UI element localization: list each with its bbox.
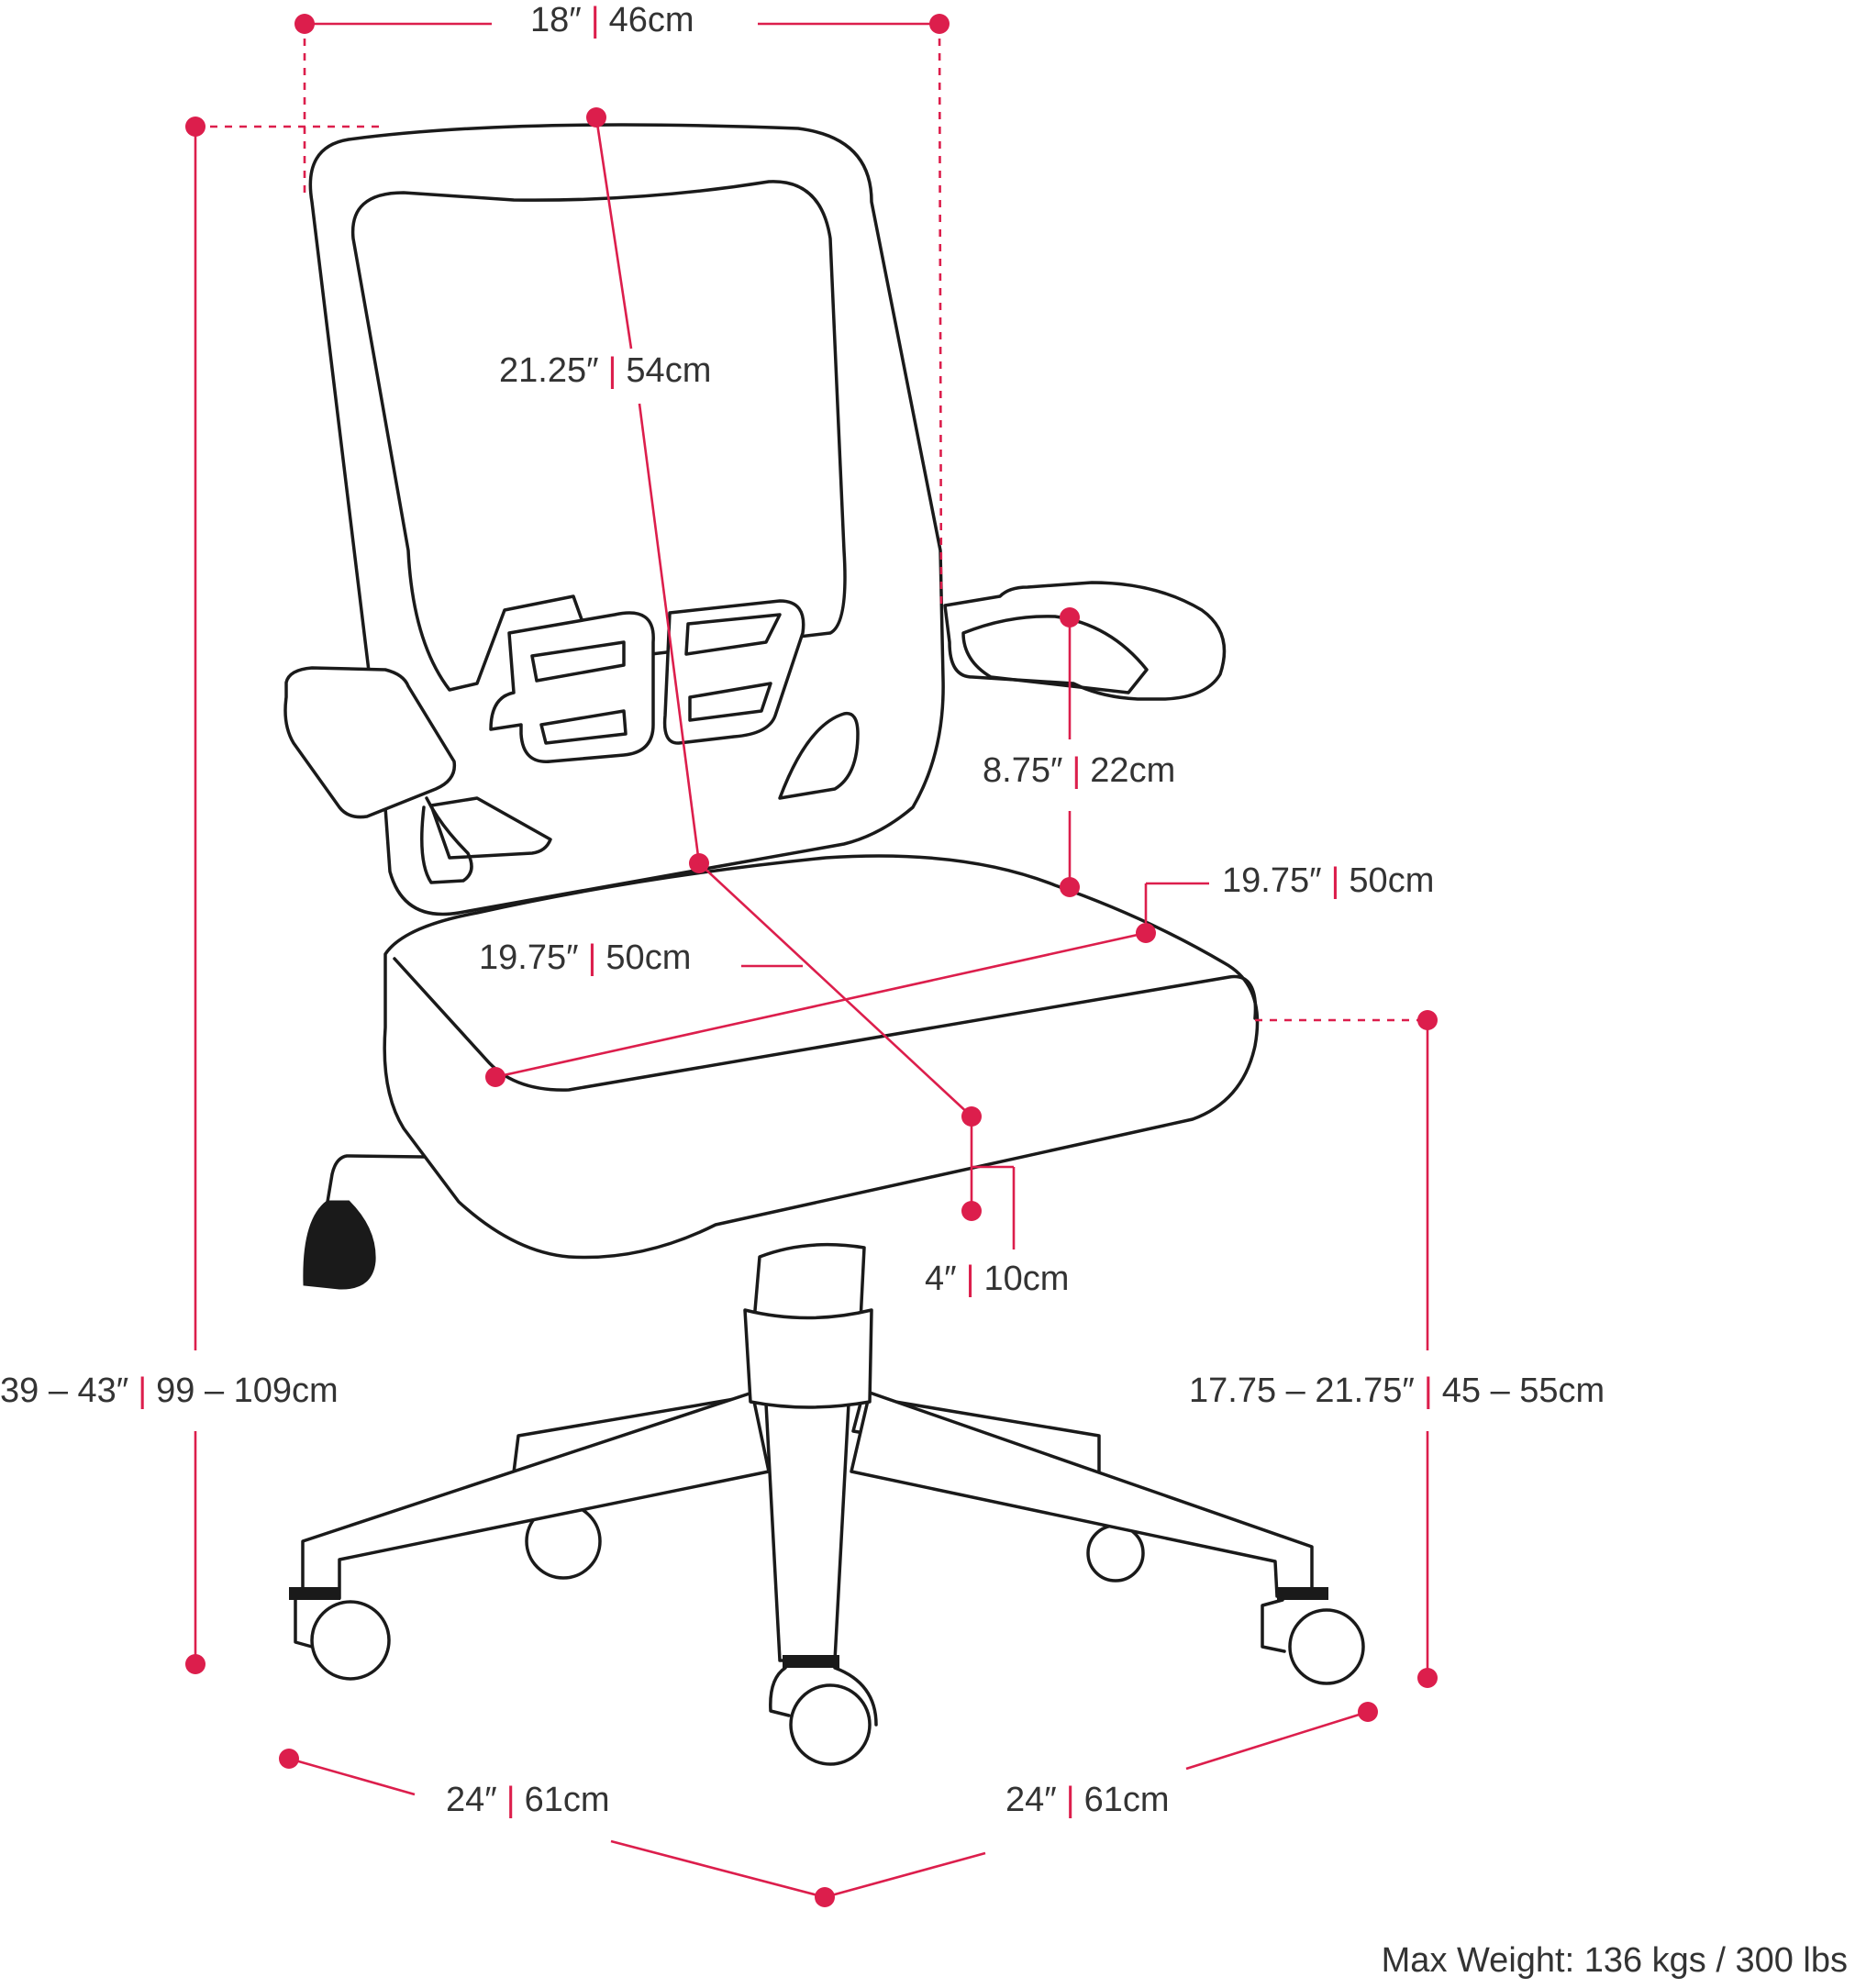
separator: | [587, 938, 597, 977]
caster-rear-right [1086, 1524, 1145, 1583]
base-left-label: 24″|61cm [440, 1780, 616, 1820]
arm-height-imperial: 8.75″ [983, 751, 1063, 790]
seat-depth-imperial: 19.75″ [479, 938, 579, 977]
armrest-right-inner [961, 615, 1149, 694]
separator: | [505, 1781, 516, 1819]
caster-fork-left [294, 1598, 314, 1649]
seat-cushion [383, 854, 1260, 1260]
seat-height-label: 17.75 – 21.75″|45 – 55cm [1183, 1371, 1611, 1411]
dimension-dot [185, 1654, 205, 1674]
arm-height-label: 8.75″|22cm [977, 750, 1182, 791]
arm-height-metric: 22cm [1090, 751, 1176, 790]
dimension-dot [961, 1201, 982, 1221]
width-metric: 46cm [608, 1, 694, 39]
dimension-dot [279, 1749, 299, 1769]
seat-height-imperial: 17.75 – 21.75″ [1189, 1372, 1415, 1410]
separator: | [1330, 861, 1340, 900]
lift-lever [326, 1154, 497, 1204]
armrest-left-support [420, 796, 473, 884]
separator: | [1065, 1781, 1075, 1819]
dimension-lines [185, 14, 1438, 1907]
dimension-dot [485, 1067, 505, 1087]
separator: | [590, 1, 600, 39]
separator: | [1423, 1372, 1433, 1410]
dimension-dot [1417, 1668, 1438, 1688]
base-right-metric: 61cm [1083, 1781, 1170, 1819]
dimension-dot [586, 107, 606, 128]
armrest-right [943, 581, 1227, 701]
lift-lever-knob [303, 1200, 376, 1290]
caster-fork-front [769, 1666, 878, 1727]
base-leg-front [764, 1402, 850, 1662]
dimension-dot [1136, 923, 1156, 943]
seat-width-metric: 50cm [1349, 861, 1435, 900]
caster-right [1288, 1608, 1365, 1685]
dimension-dot [185, 117, 205, 137]
separator: | [1072, 751, 1082, 790]
backrest-cutout-left [429, 796, 552, 860]
dimension-dot [1060, 877, 1080, 897]
caster-cap-left [289, 1587, 340, 1600]
base-leg-right [850, 1391, 1314, 1598]
overall-height-metric: 99 – 109cm [156, 1372, 339, 1410]
seat-width-imperial: 19.75″ [1222, 861, 1322, 900]
back-height-label: 21.25″|54cm [494, 350, 717, 391]
width-label: 18″|46cm [525, 0, 700, 40]
dimension-dot [815, 1887, 835, 1907]
armrest-left [283, 666, 457, 819]
seat-depth-metric: 50cm [605, 938, 692, 977]
separator: | [965, 1260, 975, 1298]
seat-thickness-metric: 10cm [983, 1260, 1070, 1298]
dimension-dot [1358, 1702, 1378, 1722]
base-left-imperial: 24″ [446, 1781, 497, 1819]
width-imperial: 18″ [530, 1, 582, 39]
dimension-dot [1060, 607, 1080, 627]
caster-cap-right [1277, 1587, 1328, 1600]
caster-cap-front [783, 1655, 839, 1668]
dimension-dot [1417, 1010, 1438, 1030]
seat-thickness-label: 4″|10cm [919, 1259, 1075, 1299]
backrest-mesh [350, 180, 847, 692]
lumbar-support [489, 599, 805, 763]
caster-left [310, 1600, 391, 1681]
back-height-imperial: 21.25″ [499, 351, 599, 390]
base-right-label: 24″|61cm [1000, 1780, 1175, 1820]
backrest-frame [308, 123, 945, 916]
base-right-imperial: 24″ [1005, 1781, 1057, 1819]
overall-height-label: 39 – 43″|99 – 109cm [0, 1371, 344, 1411]
caster-fork-right [1261, 1598, 1286, 1653]
seat-width-label: 19.75″|50cm [1216, 861, 1440, 901]
gas-cylinder-lower [743, 1308, 873, 1409]
max-weight-note: Max Weight: 136 kgs / 300 lbs [1381, 1941, 1848, 1980]
separator: | [607, 351, 617, 390]
back-height-metric: 54cm [626, 351, 712, 390]
dimension-dot [929, 14, 950, 34]
seat-height-metric: 45 – 55cm [1441, 1372, 1605, 1410]
backrest-cutout-right [778, 711, 860, 800]
separator: | [138, 1372, 148, 1410]
seat-depth-label: 19.75″|50cm [473, 938, 697, 978]
overall-height-imperial: 39 – 43″ [0, 1372, 129, 1410]
seat-thickness-imperial: 4″ [925, 1260, 957, 1298]
base-left-metric: 61cm [524, 1781, 610, 1819]
chair-illustration [283, 123, 1365, 1766]
dimension-dot [294, 14, 315, 34]
caster-front [789, 1683, 872, 1766]
